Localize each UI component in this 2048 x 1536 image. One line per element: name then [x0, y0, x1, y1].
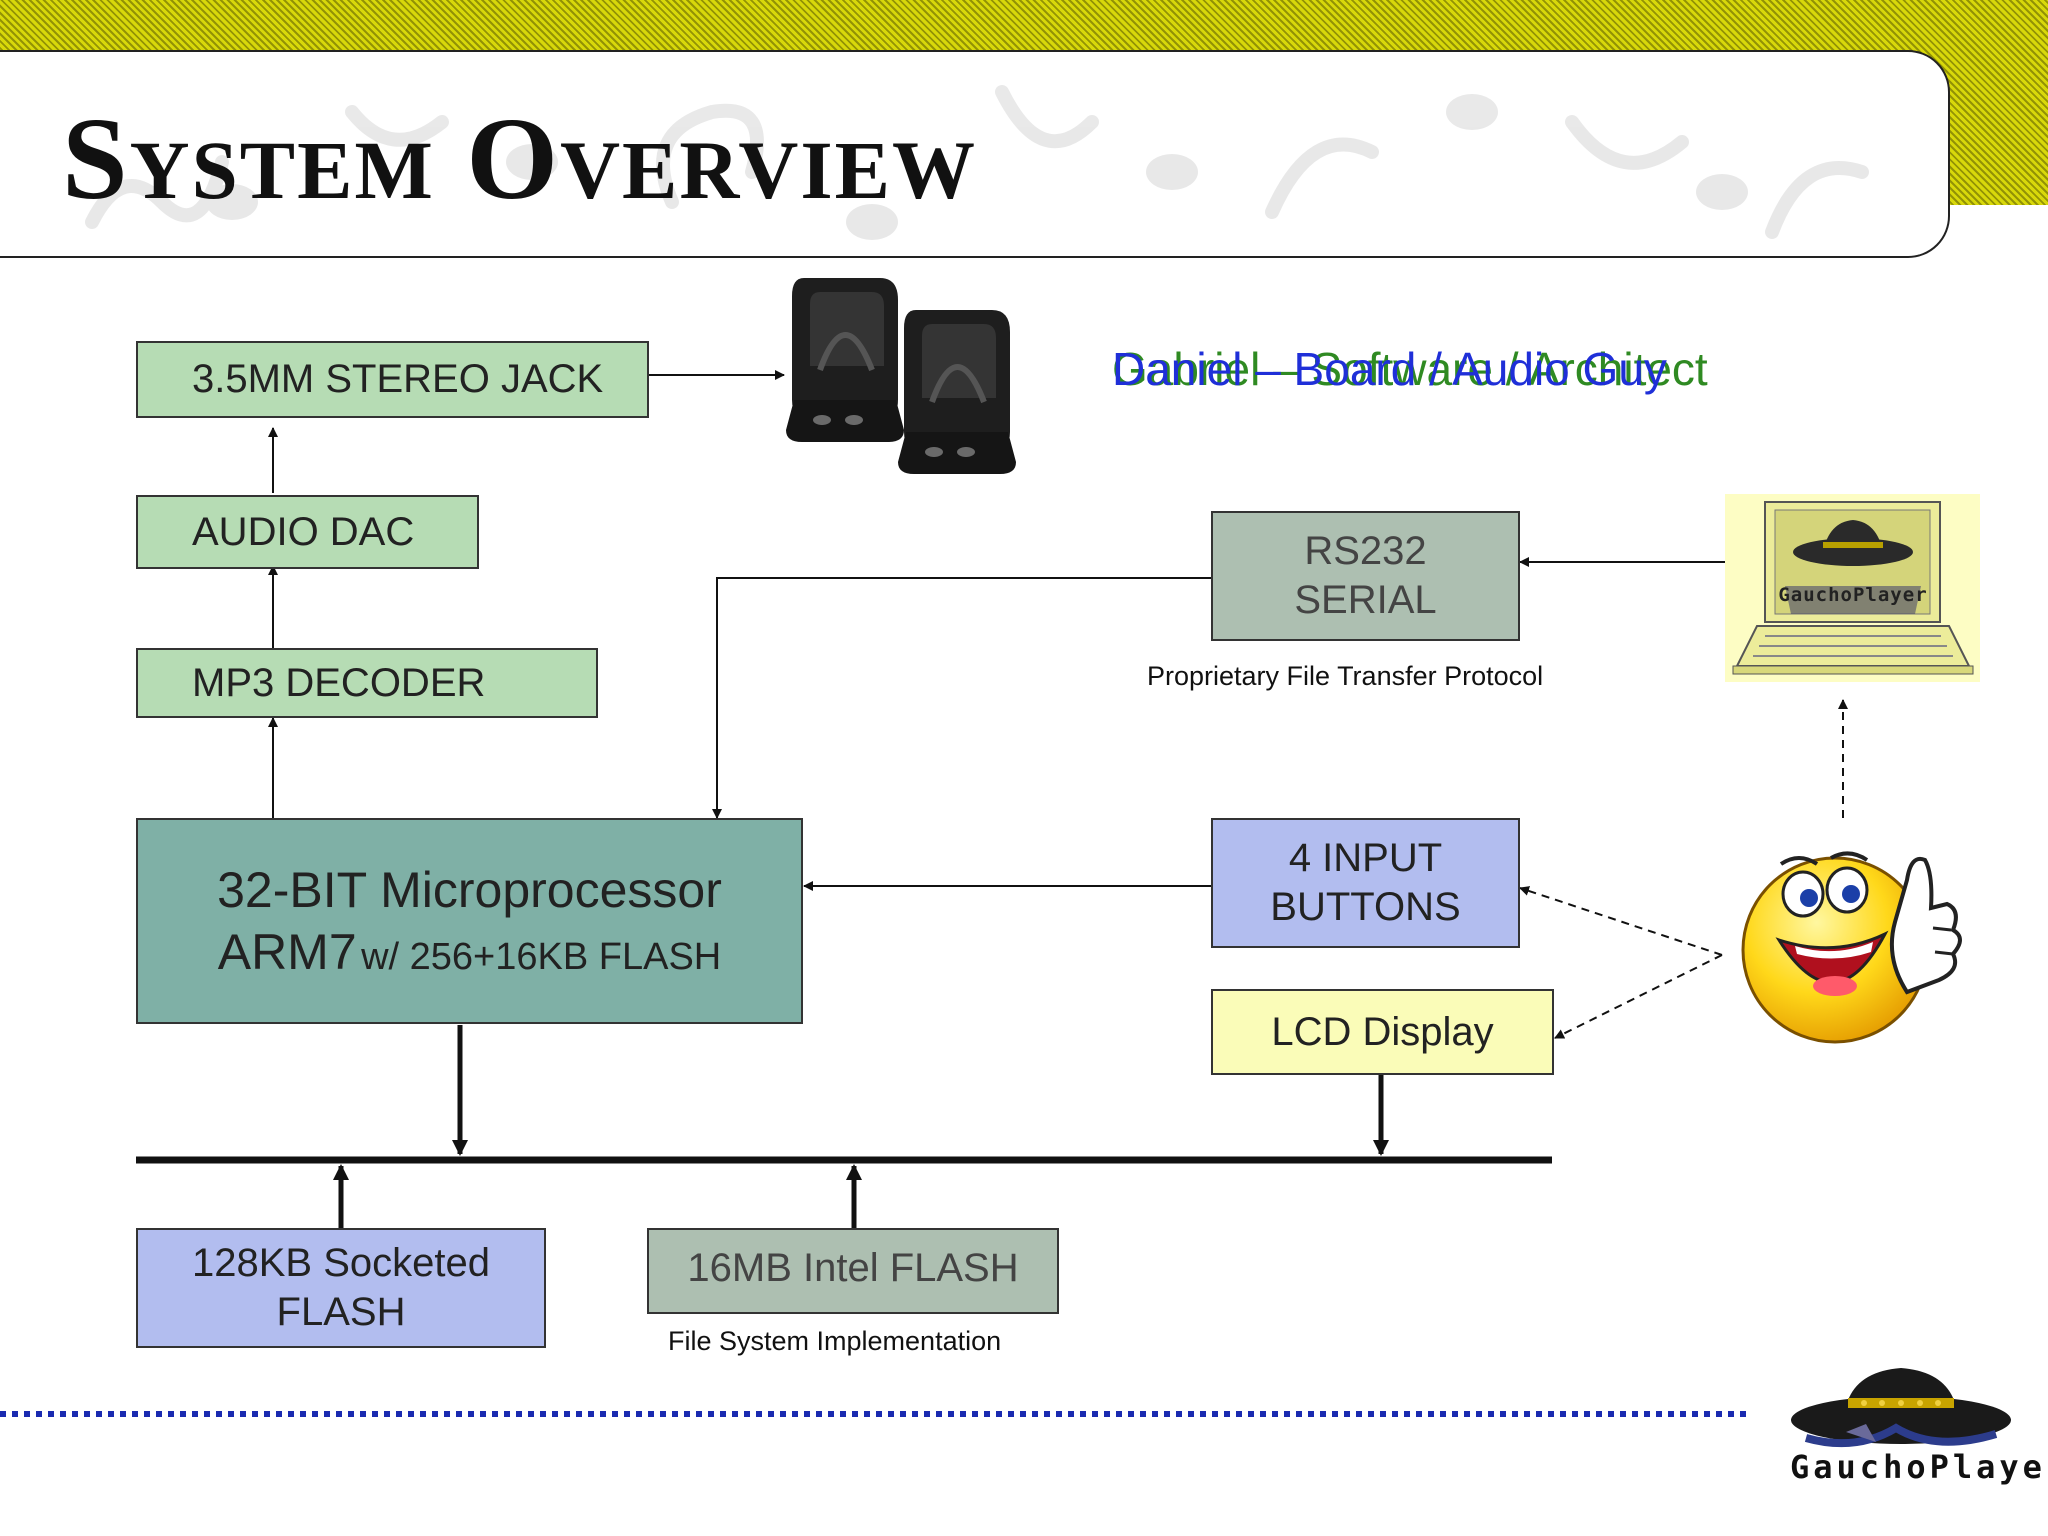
laptop-icon: GauchoPlayer: [1725, 494, 1980, 682]
intel-flash-block: 16MB Intel FLASH: [647, 1228, 1059, 1314]
rs232-label: RS232: [1304, 529, 1427, 574]
microprocessor-text: 32-BIT Microprocessor ARM7 w/ 256+16KB F…: [217, 859, 722, 984]
input-buttons-line2: BUTTONS: [1270, 885, 1461, 929]
signal-arrows: [268, 370, 1760, 891]
lcd-display-label: LCD Display: [1271, 1009, 1494, 1054]
audio-dac-block: AUDIO DAC: [136, 495, 479, 569]
corner-logo-text: GauchoPlayer: [1790, 1448, 2048, 1486]
team-text-overlap-green: Gabriel – Software / Architect: [1112, 343, 1708, 395]
system-bus: [136, 1025, 1552, 1228]
socketed-flash-block: 128KB Socketed FLASH: [136, 1228, 546, 1348]
arrow-user-to-lcd: [1554, 954, 1723, 1039]
laptop-drawing: [1732, 501, 1974, 675]
speakers-icon: [786, 278, 1016, 474]
laptop-logo-text: GauchoPlayer: [1778, 584, 1928, 606]
microprocessor-line2: ARM7 w/ 256+16KB FLASH: [217, 921, 722, 984]
rs232-serial-text: RS232 SERIAL: [1294, 527, 1436, 625]
stereo-jack-block: 3.5MM STEREO JACK: [136, 341, 649, 418]
user-dashed-arrows: [1519, 699, 1848, 1039]
input-buttons-line1: 4 INPUT: [1288, 836, 1443, 881]
intel-flash-label: 16MB Intel FLASH: [687, 1246, 1019, 1290]
audio-dac-label: AUDIO DAC: [192, 509, 415, 554]
team-text-overlap-blue: Daniel – Board / Audio Guy: [1112, 343, 1667, 395]
title-panel: [0, 50, 1950, 258]
microprocessor-block: 32-BIT Microprocessor ARM7 w/ 256+16KB F…: [136, 818, 803, 1024]
rs232-serial-block: RS232 SERIAL: [1211, 511, 1520, 641]
gaucho-hat-icon: [1791, 1368, 2011, 1448]
protocol-caption: Proprietary File Transfer Protocol: [1147, 661, 1544, 691]
microprocessor-line1: 32-BIT Microprocessor: [217, 861, 722, 918]
page-title: System Overview: [62, 93, 977, 224]
serial-label: SERIAL: [1294, 578, 1437, 622]
arrow-user-to-buttons: [1519, 886, 1723, 956]
socketed-flash-text: 128KB Socketed FLASH: [192, 1239, 490, 1337]
socketed-flash-line1: 128KB Socketed: [192, 1241, 490, 1286]
socketed-flash-line2: FLASH: [276, 1290, 406, 1334]
mp3-decoder-label: MP3 DECODER: [192, 660, 486, 705]
music-notes-watermark: [85, 85, 1869, 240]
lcd-display-block: LCD Display: [1211, 989, 1554, 1075]
mp3-decoder-block: MP3 DECODER: [136, 648, 598, 718]
flash-spec-label: w/ 256+16KB FLASH: [361, 936, 722, 978]
arm7-label: ARM7: [217, 924, 357, 980]
stereo-jack-label: 3.5MM STEREO JACK: [192, 357, 604, 402]
smiley-face-icon: [1741, 851, 1962, 1044]
input-buttons-block: 4 INPUT BUTTONS: [1211, 818, 1520, 948]
filesystem-caption: File System Implementation: [668, 1326, 1002, 1356]
input-buttons-text: 4 INPUT BUTTONS: [1270, 834, 1460, 932]
arrow-serial-to-micro: [712, 577, 1211, 819]
